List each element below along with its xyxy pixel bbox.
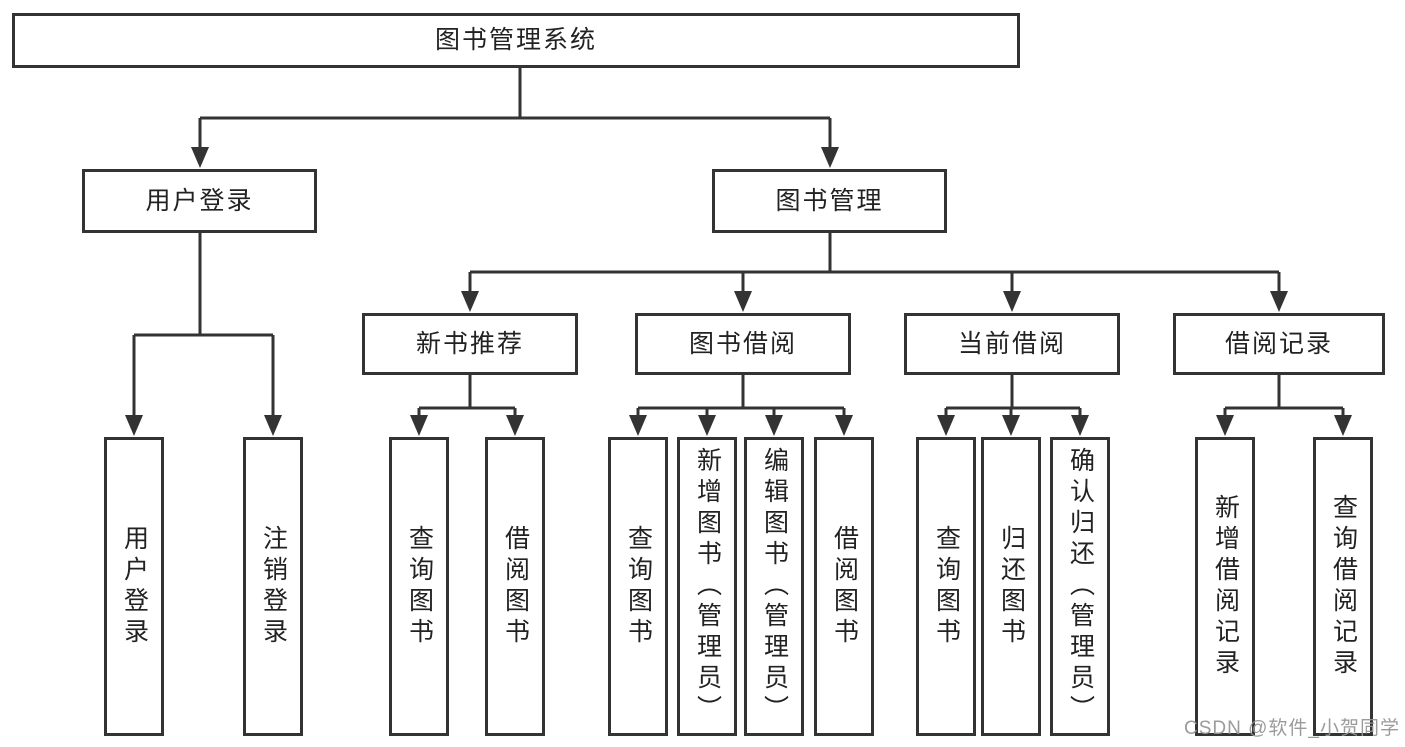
leaf-records-add-borrow-record: 新增借阅记录 [1195,437,1255,736]
leaf-borrow-query-books: 查询图书 [608,437,668,736]
leaf-records-query-borrow-record: 查询借阅记录 [1313,437,1373,736]
leaf-current-query-books: 查询图书 [916,437,976,736]
leaf-current-return-books: 归还图书 [981,437,1041,736]
node-current-borrowing: 当前借阅 [904,313,1120,375]
leaf-newrec-borrow-books: 借阅图书 [485,437,545,736]
leaf-borrow-edit-books-admin: 编辑图书（管理员） [744,437,804,736]
leaf-current-confirm-return-admin: 确认归还（管理员） [1050,437,1110,736]
leaf-borrow-add-books-admin: 新增图书（管理员） [677,437,737,736]
watermark: CSDN @软件_小贺同学 [1184,718,1400,739]
node-new-book-recommendation: 新书推荐 [362,313,578,375]
leaf-user-login: 用户登录 [104,437,164,736]
node-book-management: 图书管理 [712,169,947,233]
leaf-logout: 注销登录 [243,437,303,736]
leaf-newrec-query-books: 查询图书 [389,437,449,736]
node-borrowing-records: 借阅记录 [1173,313,1385,375]
node-book-borrowing: 图书借阅 [635,313,851,375]
node-user-login: 用户登录 [82,169,317,233]
node-library-management-system: 图书管理系统 [12,13,1020,68]
leaf-borrow-borrow-books: 借阅图书 [814,437,874,736]
